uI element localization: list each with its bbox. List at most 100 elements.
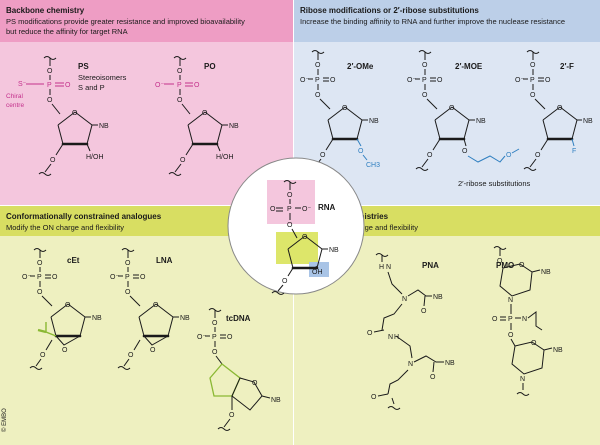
svg-text:H: H <box>394 334 399 341</box>
svg-text:P: P <box>530 77 535 84</box>
ribose-title: Ribose modifications or 2′-ribose substi… <box>300 6 479 15</box>
svg-text:O: O <box>367 330 373 337</box>
svg-text:NB: NB <box>433 294 443 301</box>
hydroxyl-highlight <box>309 262 329 277</box>
svg-text:O: O <box>462 148 468 155</box>
svg-text:O: O <box>52 274 58 281</box>
svg-text:O: O <box>65 82 71 89</box>
svg-text:O: O <box>449 105 455 112</box>
svg-text:P: P <box>422 77 427 84</box>
svg-text:P: P <box>47 82 52 89</box>
svg-text:O: O <box>330 77 336 84</box>
ribose-caption: 2′-ribose substitutions <box>458 179 531 188</box>
ome-structure: O O⁻ P O O O NB O O CH3 2′-OMe <box>300 50 380 171</box>
svg-text:O: O <box>202 110 208 117</box>
tcdna-label: tcDNA <box>226 314 251 323</box>
svg-text:NB: NB <box>476 118 486 125</box>
ps-label: PS <box>78 62 89 71</box>
svg-text:O: O <box>315 62 321 69</box>
svg-text:O: O <box>557 105 563 112</box>
svg-text:O: O <box>229 412 235 419</box>
backbone-title: Backbone chemistry <box>6 6 85 15</box>
constrained-title: Conformationally constrained analogues <box>6 212 162 221</box>
svg-text:S and P: S and P <box>78 83 105 92</box>
svg-text:CH3: CH3 <box>366 162 380 169</box>
svg-text:O: O <box>421 308 427 315</box>
lna-label: LNA <box>156 256 173 265</box>
svg-text:F: F <box>572 148 576 155</box>
svg-text:O: O <box>535 152 541 159</box>
svg-text:N: N <box>522 316 527 323</box>
svg-text:O: O <box>180 157 186 164</box>
svg-text:P: P <box>508 316 513 323</box>
svg-text:O: O <box>437 77 443 84</box>
svg-text:O: O <box>287 192 293 199</box>
moe-label: 2′-MOE <box>455 62 483 71</box>
svg-text:centre: centre <box>6 102 24 109</box>
svg-text:O: O <box>252 380 258 387</box>
chiral-centre-label: Chiral <box>6 93 24 100</box>
svg-text:N: N <box>388 334 393 341</box>
cet-structure: O O⁻ P O O O NB O O cEt <box>22 248 102 370</box>
svg-text:O: O <box>140 274 146 281</box>
svg-text:O: O <box>342 105 348 112</box>
tcdna-structure: O O⁻ P O O O NB O tcDNA <box>197 308 281 431</box>
svg-text:H/OH: H/OH <box>86 154 104 161</box>
svg-text:O⁻: O⁻ <box>302 206 311 213</box>
svg-text:O: O <box>128 352 134 359</box>
ribose-panel <box>294 0 600 205</box>
svg-text:O⁻: O⁻ <box>300 77 309 84</box>
svg-text:O: O <box>530 92 536 99</box>
svg-text:P: P <box>212 334 217 341</box>
f-structure: O O⁻ P O O O NB O F 2′-F <box>515 50 593 171</box>
svg-text:NB: NB <box>583 118 593 125</box>
svg-text:O: O <box>302 234 308 241</box>
svg-text:NB: NB <box>553 347 563 354</box>
svg-text:NB: NB <box>445 360 455 367</box>
svg-text:O: O <box>212 320 218 327</box>
svg-text:O: O <box>227 334 233 341</box>
svg-text:O: O <box>519 262 525 269</box>
svg-text:N: N <box>520 376 525 383</box>
svg-text:P: P <box>287 206 292 213</box>
phosphate-highlight <box>267 180 315 224</box>
svg-text:O: O <box>422 62 428 69</box>
backbone-panel <box>0 0 293 205</box>
svg-text:NB: NB <box>92 315 102 322</box>
svg-text:O: O <box>177 97 183 104</box>
svg-text:O: O <box>287 222 293 229</box>
center-rna: O O P O⁻ O O NB O OH RNA <box>227 157 365 295</box>
svg-text:O: O <box>50 157 56 164</box>
svg-text:O: O <box>177 68 183 75</box>
svg-text:P: P <box>125 274 130 281</box>
svg-text:O: O <box>427 152 433 159</box>
svg-text:NB: NB <box>329 247 339 254</box>
svg-text:O⁻: O⁻ <box>515 77 524 84</box>
svg-text:O: O <box>497 258 503 265</box>
svg-text:O: O <box>358 148 364 155</box>
svg-text:O: O <box>47 97 53 104</box>
ribose-description: Increase the binding affinity to RNA and… <box>300 17 565 26</box>
svg-text:NB: NB <box>541 269 551 276</box>
svg-text:O: O <box>508 332 514 339</box>
svg-text:NB: NB <box>369 118 379 125</box>
svg-text:O: O <box>531 340 537 347</box>
moe-structure: O O⁻ P O O O NB O O O 2′-MOE <box>407 50 520 171</box>
svg-text:O: O <box>65 302 71 309</box>
svg-text:O: O <box>37 289 43 296</box>
po-structure: O O⁻ P O O O NB O H/OH PO <box>155 56 239 176</box>
svg-text:N: N <box>402 296 407 303</box>
svg-text:N: N <box>386 264 391 271</box>
ome-label: 2′-OMe <box>347 62 374 71</box>
backbone-description-2: but reduce the affinity for target RNA <box>6 27 128 36</box>
svg-text:O: O <box>371 394 377 401</box>
svg-text:O: O <box>530 62 536 69</box>
pna-label: PNA <box>422 261 439 270</box>
pmo-structure: O O NB N P O N O O NB N PMO <box>492 246 563 396</box>
svg-text:O: O <box>422 92 428 99</box>
svg-text:O: O <box>492 316 498 323</box>
lna-structure: O O⁻ P O O O NB O O LNA <box>110 248 190 370</box>
constrained-description: Modify the ON charge and flexibility <box>6 223 124 232</box>
backbone-description-1: PS modifications provide greater resista… <box>6 17 245 26</box>
